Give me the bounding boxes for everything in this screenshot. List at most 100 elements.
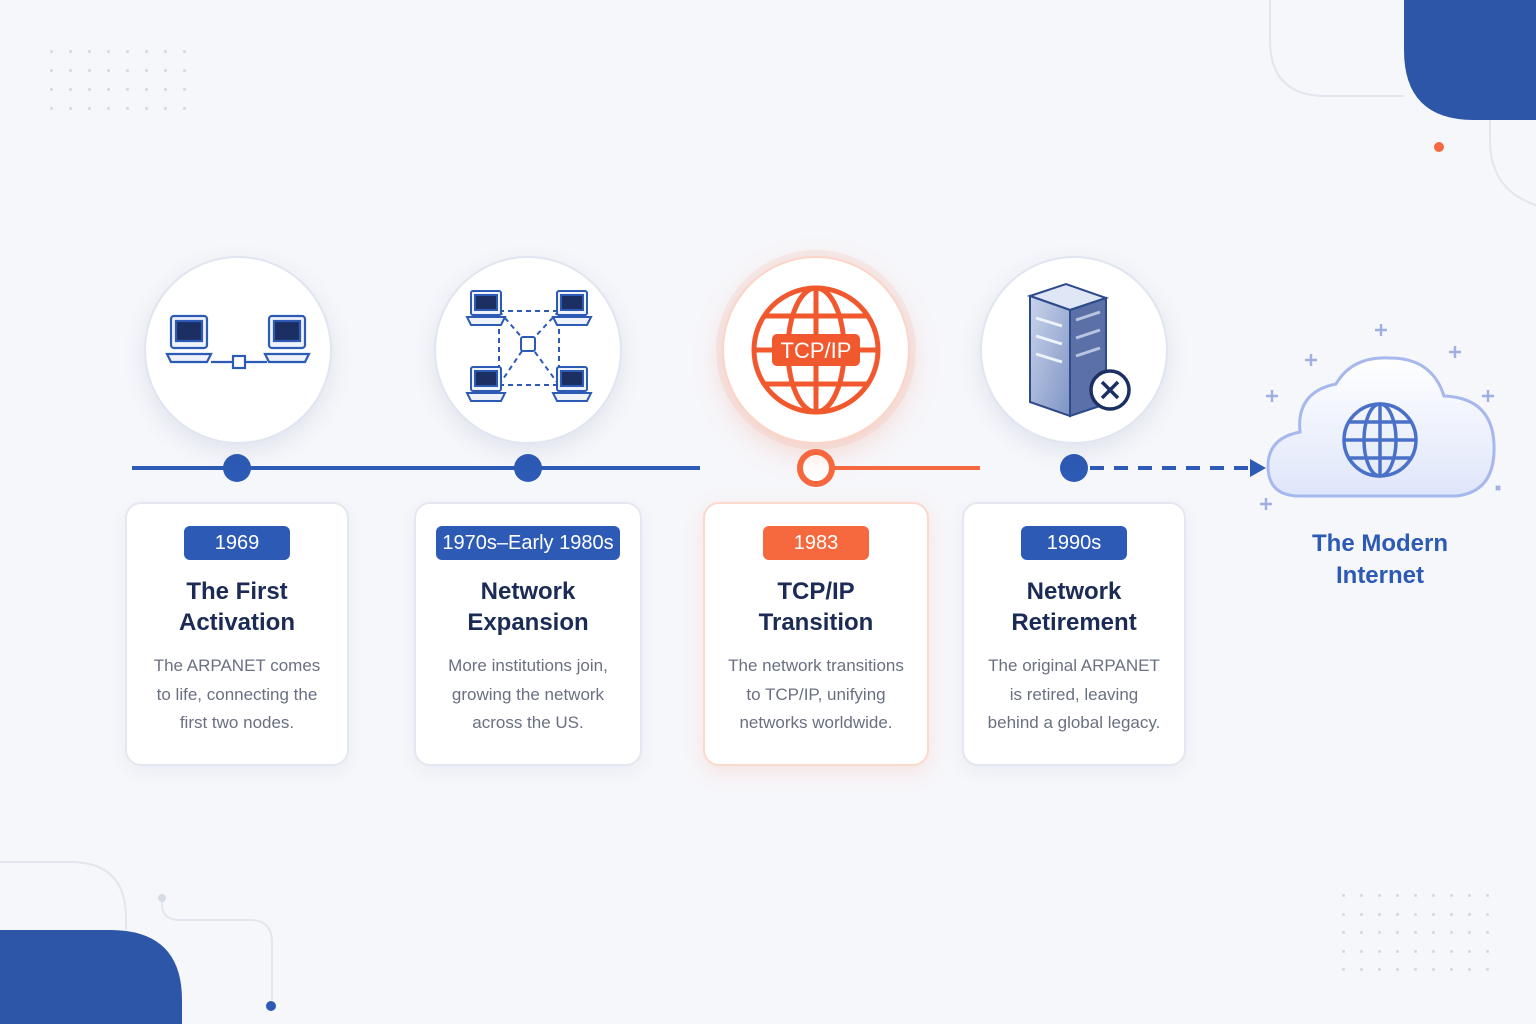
grid-dot: [164, 69, 167, 72]
grid-dot: [1486, 912, 1489, 916]
grid-dot: [107, 88, 110, 91]
dot-grid-bottom-right: [1342, 894, 1504, 987]
grid-dot: [145, 88, 148, 91]
timeline-marker: [1060, 454, 1088, 482]
year-badge: 1990s: [1021, 526, 1127, 560]
milestone-description: The network transitions to TCP/IP, unify…: [728, 656, 904, 732]
tcp-ip-icon-label: TCP/IP: [781, 338, 852, 363]
grid-dot: [1450, 912, 1453, 916]
grid-dot: [1468, 949, 1471, 953]
grid-dot: [1450, 968, 1453, 971]
timeline-marker: [223, 454, 251, 482]
year-badge: 1983: [763, 526, 869, 560]
dot-grid-top-left: [50, 50, 202, 126]
grid-dot: [1396, 912, 1399, 916]
grid-dot: [145, 69, 148, 72]
grid-dot: [1414, 968, 1417, 971]
milestone-card-1983: 1983 TCP/IP Transition The network trans…: [703, 502, 929, 766]
grid-dot: [164, 88, 167, 91]
grid-dot: [1450, 894, 1453, 897]
grid-dot: [1360, 949, 1363, 953]
grid-dot: [1378, 894, 1381, 897]
grid-dot: [1378, 949, 1381, 953]
grid-dot: [164, 50, 167, 53]
milestone-icon-1970s: [434, 256, 622, 444]
grid-dot: [1432, 968, 1435, 971]
grid-dot: [1432, 931, 1435, 934]
grid-dot: [1414, 912, 1417, 916]
grid-dot: [1432, 894, 1435, 897]
grid-dot: [1450, 931, 1453, 934]
grid-dot: [88, 69, 91, 72]
grid-dot: [50, 88, 53, 91]
grid-dot: [107, 107, 110, 110]
grid-dot: [1360, 931, 1363, 934]
grid-dot: [1342, 968, 1345, 971]
timeline-marker: [797, 449, 835, 487]
grid-dot: [1414, 894, 1417, 897]
grid-dot: [1378, 931, 1381, 934]
grid-dot: [88, 50, 91, 53]
grid-dot: [126, 107, 129, 110]
grid-dot: [126, 69, 129, 72]
grid-dot: [69, 69, 72, 72]
milestone-icon-1990s: [980, 256, 1168, 444]
milestone-description: More institutions join, growing the netw…: [448, 656, 608, 732]
grid-dot: [1414, 949, 1417, 953]
grid-dot: [1468, 931, 1471, 934]
grid-dot: [1378, 968, 1381, 971]
grid-dot: [164, 107, 167, 110]
grid-dot: [1486, 968, 1489, 971]
grid-dot: [107, 69, 110, 72]
grid-dot: [1378, 912, 1381, 916]
grid-dot: [1342, 894, 1345, 897]
grid-dot: [1486, 931, 1489, 934]
timeline-marker: [514, 454, 542, 482]
milestone-icon-1969: [144, 256, 332, 444]
grid-dot: [1396, 931, 1399, 934]
grid-dot: [1468, 912, 1471, 916]
grid-dot: [69, 107, 72, 110]
cloud-globe-icon: [1260, 324, 1501, 510]
tcp-ip-globe-icon: TCP/IP: [751, 285, 881, 415]
grid-dot: [1360, 894, 1363, 897]
grid-dot: [1396, 949, 1399, 953]
milestone-title: Network Retirement: [1011, 578, 1137, 636]
grid-dot: [183, 50, 186, 53]
grid-dot: [69, 88, 72, 91]
grid-dot: [1342, 912, 1345, 916]
year-badge: 1969: [184, 526, 290, 560]
retired-server-icon: [1026, 282, 1131, 418]
grid-dot: [145, 107, 148, 110]
milestone-icon-1983: TCP/IP: [722, 256, 910, 444]
grid-dot: [183, 88, 186, 91]
grid-dot: [126, 88, 129, 91]
grid-dot: [1450, 949, 1453, 953]
grid-dot: [1486, 949, 1489, 953]
milestone-card-1990s: 1990s Network Retirement The original AR…: [962, 502, 1186, 766]
grid-dot: [88, 107, 91, 110]
grid-dot: [69, 50, 72, 53]
grid-dot: [1432, 949, 1435, 953]
milestone-title: The First Activation: [178, 578, 295, 636]
milestone-title: Network Expansion: [467, 578, 589, 636]
grid-dot: [1396, 968, 1399, 971]
grid-dot: [50, 50, 53, 53]
grid-dot: [145, 50, 148, 53]
two-connected-computers-icon: [165, 314, 311, 370]
grid-dot: [1342, 949, 1345, 953]
milestone-description: The original ARPANET is retired, leaving…: [987, 656, 1161, 732]
milestone-card-1969: 1969 The First Activation The ARPANET co…: [125, 502, 349, 766]
grid-dot: [126, 50, 129, 53]
grid-dot: [1468, 894, 1471, 897]
grid-dot: [183, 69, 186, 72]
grid-dot: [1486, 894, 1489, 897]
destination-label: The Modern Internet: [1312, 530, 1448, 589]
grid-dot: [1468, 968, 1471, 971]
milestone-description: The ARPANET comes to life, connecting th…: [153, 656, 321, 732]
grid-dot: [50, 69, 53, 72]
grid-dot: [50, 107, 53, 110]
grid-dot: [88, 88, 91, 91]
milestone-card-1970s: 1970s–Early 1980s Network Expansion More…: [414, 502, 642, 766]
grid-dot: [1432, 912, 1435, 916]
